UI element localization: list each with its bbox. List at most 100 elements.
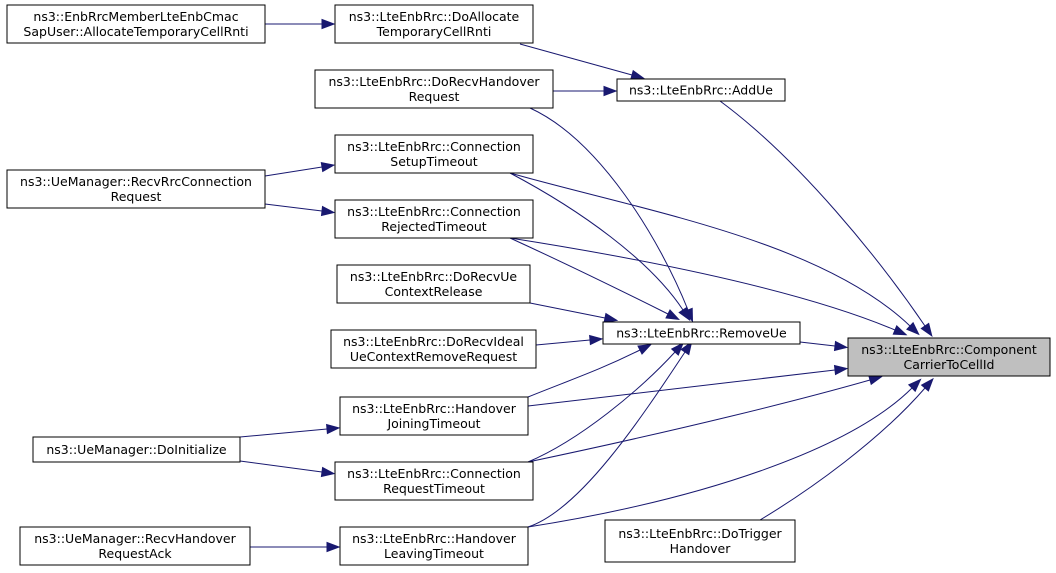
node-box xyxy=(334,461,534,501)
node-label-line: ns3::LteEnbRrc::Component xyxy=(861,342,1037,357)
node-label-line: ns3::LteEnbRrc::AddUe xyxy=(629,83,773,98)
node-removeue[interactable]: ns3::LteEnbRrc::RemoveUe xyxy=(602,321,801,345)
edge-connrequest-to-component xyxy=(527,375,883,463)
arrowhead-icon xyxy=(589,334,604,346)
node-label-line: ns3::LteEnbRrc::DoRecvUe xyxy=(350,269,517,284)
edge-line xyxy=(509,237,896,331)
node-box xyxy=(314,69,554,109)
node-box xyxy=(847,337,1051,377)
arrowhead-icon xyxy=(868,375,883,386)
node-box xyxy=(19,526,251,566)
edge-addue-to-component xyxy=(719,100,933,338)
edges-layer xyxy=(239,18,934,553)
node-box xyxy=(32,436,241,463)
node-box xyxy=(339,396,529,436)
node-box xyxy=(336,264,531,304)
edge-line xyxy=(529,107,689,311)
edge-hojoining-to-removeue xyxy=(527,343,652,398)
arrowhead-icon xyxy=(920,377,934,392)
edge-enbcmac-to-doalloc xyxy=(265,18,336,30)
edge-uemgrrecvrrc-to-connsetup xyxy=(264,161,336,177)
edge-line xyxy=(239,428,328,438)
arrowhead-icon xyxy=(907,378,922,393)
edge-uemgrinit-to-connrequest xyxy=(239,460,336,478)
edge-line xyxy=(527,387,913,528)
node-label-line: JoiningTimeout xyxy=(386,416,480,431)
node-dorecvideal[interactable]: ns3::LteEnbRrc::DoRecvIdealUeContextRemo… xyxy=(330,329,537,369)
arrowhead-icon xyxy=(678,306,691,322)
arrowhead-icon xyxy=(637,343,652,355)
node-label-line: CarrierToCellId xyxy=(904,357,995,372)
node-connrejected[interactable]: ns3::LteEnbRrc::ConnectionRejectedTimeou… xyxy=(334,199,534,239)
edge-uemgrinit-to-hojoining xyxy=(239,423,341,438)
node-box xyxy=(334,134,534,174)
node-label-line: ns3::LteEnbRrc::Connection xyxy=(347,466,521,481)
node-label-line: UeContextRemoveRequest xyxy=(350,349,517,364)
node-label-line: ns3::LteEnbRrc::Connection xyxy=(347,204,521,219)
edge-dotrigger-to-component xyxy=(759,377,934,521)
node-label-line: ns3::UeManager::RecvRrcConnection xyxy=(20,174,252,189)
arrowhead-icon xyxy=(630,69,645,80)
node-label-line: ns3::EnbRrcMemberLteEnbCmac xyxy=(33,9,238,24)
node-box xyxy=(602,321,801,345)
nodes-layer: ns3::EnbRrcMemberLteEnbCmacSapUser::Allo… xyxy=(6,4,1051,566)
edge-uemgrhoack-to-holeaving xyxy=(250,541,341,553)
node-label-line: ContextRelease xyxy=(385,284,483,299)
arrowhead-icon xyxy=(603,312,619,324)
arrowhead-icon xyxy=(320,161,336,173)
edge-line xyxy=(519,43,633,76)
node-box xyxy=(6,169,266,209)
edge-line xyxy=(527,351,676,463)
node-label-line: ns3::LteEnbRrc::Handover xyxy=(352,401,517,416)
node-label-line: ns3::LteEnbRrc::DoTrigger xyxy=(618,526,782,541)
node-addue[interactable]: ns3::LteEnbRrc::AddUe xyxy=(616,78,786,102)
edge-line xyxy=(799,341,836,347)
node-label-line: RequestAck xyxy=(98,546,172,561)
arrowhead-icon xyxy=(920,322,933,338)
edge-line xyxy=(527,369,836,407)
node-label-line: ns3::LteEnbRrc::DoRecvHandover xyxy=(328,74,540,89)
node-box xyxy=(339,526,529,566)
arrowhead-icon xyxy=(670,342,685,356)
node-label-line: ns3::LteEnbRrc::DoAllocate xyxy=(349,9,520,24)
edge-dorecvhoreq-to-addue xyxy=(553,85,618,97)
edge-connrejected-to-removeue xyxy=(509,237,680,321)
edge-line xyxy=(239,460,323,473)
arrowhead-icon xyxy=(892,325,908,336)
edge-connrequest-to-removeue xyxy=(527,342,685,463)
node-label-line: LeavingTimeout xyxy=(384,546,484,561)
edge-dorecvuectx-to-removeue xyxy=(529,302,619,324)
node-doalloc[interactable]: ns3::LteEnbRrc::DoAllocateTemporaryCellR… xyxy=(334,4,534,44)
node-box xyxy=(604,519,796,563)
node-uemgrinit[interactable]: ns3::UeManager::DoInitialize xyxy=(32,436,241,463)
edge-uemgrrecvrrc-to-connrejected xyxy=(264,203,336,217)
node-label-line: RequestTimeout xyxy=(383,481,485,496)
node-box xyxy=(616,78,786,102)
edge-line xyxy=(264,166,323,177)
node-label-line: ns3::LteEnbRrc::Connection xyxy=(347,139,521,154)
node-label-line: ns3::UeManager::DoInitialize xyxy=(46,442,227,457)
node-enbcmac[interactable]: ns3::EnbRrcMemberLteEnbCmacSapUser::Allo… xyxy=(6,4,266,44)
edge-holeaving-to-removeue xyxy=(527,340,693,528)
node-label-line: ns3::LteEnbRrc::DoRecvIdeal xyxy=(343,334,524,349)
node-label-line: Request xyxy=(111,189,162,204)
node-label-line: SetupTimeout xyxy=(390,154,478,169)
arrowhead-icon xyxy=(603,85,618,97)
arrowhead-icon xyxy=(680,340,693,356)
edge-line xyxy=(535,339,591,346)
edge-line xyxy=(509,172,911,327)
node-label-line: ns3::LteEnbRrc::Handover xyxy=(352,531,517,546)
arrowhead-icon xyxy=(321,18,336,30)
edge-line xyxy=(529,302,606,319)
node-box xyxy=(334,4,534,44)
